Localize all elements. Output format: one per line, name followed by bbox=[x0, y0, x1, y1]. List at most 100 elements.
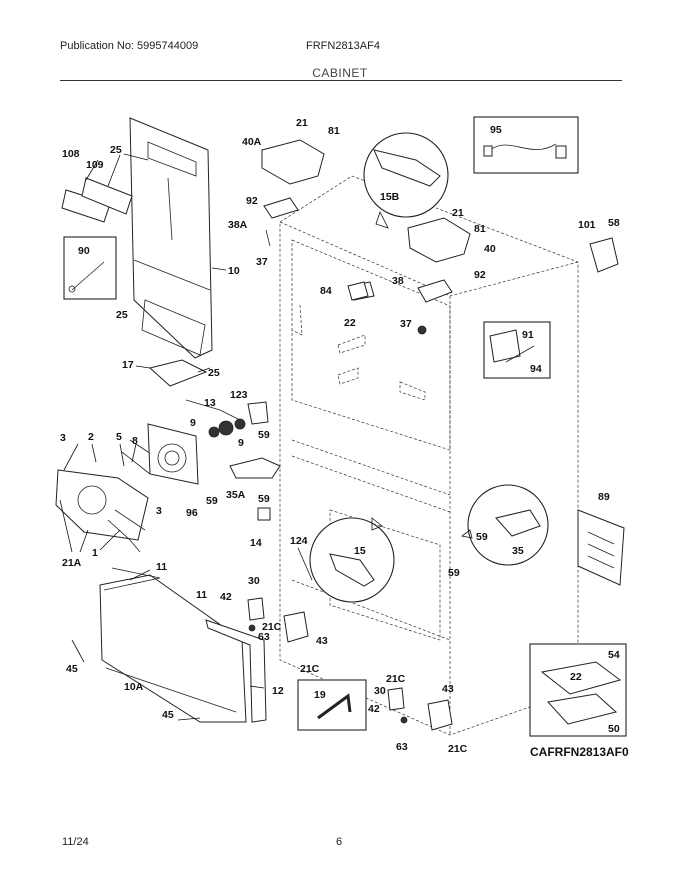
callout-84: 84 bbox=[320, 285, 332, 297]
callout-37b: 37 bbox=[400, 318, 412, 330]
callout-42a: 42 bbox=[220, 591, 232, 603]
callout-21: 21 bbox=[296, 117, 308, 129]
callout-63a: 63 bbox=[258, 631, 270, 643]
callout-3b: 3 bbox=[156, 505, 162, 517]
callout-109: 109 bbox=[86, 159, 104, 171]
callout-94: 94 bbox=[530, 363, 542, 375]
air-filter-housing bbox=[61, 177, 133, 223]
callout-22a: 22 bbox=[344, 317, 356, 329]
callout-3a: 3 bbox=[60, 432, 66, 444]
callout-17: 17 bbox=[122, 359, 134, 371]
filter-cover bbox=[148, 359, 208, 387]
callout-14: 14 bbox=[250, 537, 262, 549]
callout-59a: 59 bbox=[258, 429, 270, 441]
inset-box-90 bbox=[63, 236, 117, 300]
callout-43b: 43 bbox=[442, 683, 454, 695]
callout-90: 90 bbox=[78, 245, 90, 257]
callout-11a: 11 bbox=[156, 561, 167, 573]
header-rule bbox=[60, 80, 622, 81]
callout-30a: 30 bbox=[248, 575, 260, 587]
detail-callout-15b bbox=[363, 132, 449, 229]
callout-19: 19 bbox=[314, 689, 326, 701]
callout-59c: 59 bbox=[258, 493, 270, 505]
callout-35a: 35A bbox=[226, 489, 246, 501]
callout-42b: 42 bbox=[368, 703, 380, 715]
fan-housing-assembly bbox=[55, 423, 199, 553]
callout-38: 38 bbox=[392, 275, 404, 287]
door-gasket bbox=[205, 619, 267, 723]
callout-22b: 22 bbox=[570, 671, 582, 683]
control-module bbox=[589, 237, 619, 273]
callout-59d: 59 bbox=[476, 531, 488, 543]
callout-124: 124 bbox=[290, 535, 308, 547]
callout-5: 5 bbox=[116, 431, 122, 443]
callout-1: 1 bbox=[92, 547, 98, 559]
callout-15: 15 bbox=[354, 545, 366, 557]
detail-callout-35 bbox=[461, 484, 549, 566]
rear-panel-assembly bbox=[129, 117, 213, 359]
callout-43a: 43 bbox=[316, 635, 328, 647]
callout-21c-a: 21C bbox=[262, 621, 282, 633]
callout-92: 92 bbox=[246, 195, 258, 207]
callout-81b: 81 bbox=[474, 223, 486, 235]
diagram-code: CAFRFN2813AF0 bbox=[530, 745, 629, 759]
bracket-35a bbox=[229, 457, 281, 479]
callout-2: 2 bbox=[88, 431, 94, 443]
part-callouts: 21 81 40A 108 25 109 92 38A 37 10 90 25 … bbox=[60, 117, 620, 755]
callout-38a: 38A bbox=[228, 219, 248, 231]
detail-callout-15 bbox=[309, 517, 395, 603]
callout-9b: 9 bbox=[238, 437, 244, 449]
inset-box-95 bbox=[473, 116, 579, 174]
callout-21c-b: 21C bbox=[300, 663, 320, 675]
freezer-drawer-front bbox=[99, 567, 247, 723]
hinge-set-left bbox=[247, 597, 309, 643]
inset-box-19 bbox=[297, 679, 367, 731]
motor-parts bbox=[185, 399, 269, 438]
callout-25: 25 bbox=[110, 144, 122, 156]
callout-8: 8 bbox=[132, 435, 138, 447]
callout-25b: 25 bbox=[116, 309, 128, 321]
callout-54: 54 bbox=[608, 649, 620, 661]
callout-101: 101 bbox=[578, 219, 596, 231]
callout-21a: 21A bbox=[62, 557, 82, 569]
callout-50: 50 bbox=[608, 723, 620, 735]
callout-58: 58 bbox=[608, 217, 620, 229]
callout-45a: 45 bbox=[66, 663, 78, 675]
callout-95: 95 bbox=[490, 124, 502, 136]
callout-59b: 59 bbox=[206, 495, 218, 507]
footer-date: 11/24 bbox=[62, 836, 89, 848]
callout-30b: 30 bbox=[374, 685, 386, 697]
callout-59e: 59 bbox=[448, 567, 460, 579]
callout-40a: 40A bbox=[242, 136, 262, 148]
callout-9a: 9 bbox=[190, 417, 196, 429]
section-title: CABINET bbox=[312, 66, 368, 80]
callout-10: 10 bbox=[228, 265, 240, 277]
callout-21b: 21 bbox=[452, 207, 464, 219]
callout-11b: 11 bbox=[196, 589, 207, 601]
callout-21c-d: 21C bbox=[448, 743, 468, 755]
clip-14 bbox=[257, 507, 271, 521]
callout-25c: 25 bbox=[208, 367, 220, 379]
callout-35: 35 bbox=[512, 545, 524, 557]
callout-63b: 63 bbox=[396, 741, 408, 753]
inset-box-91 bbox=[483, 321, 551, 379]
guide-84 bbox=[347, 281, 369, 301]
callout-91: 91 bbox=[522, 329, 534, 341]
callout-89: 89 bbox=[598, 491, 610, 503]
top-hinge-40a bbox=[261, 139, 325, 247]
model-number: FRFN2813AF4 bbox=[306, 40, 380, 52]
callout-108: 108 bbox=[62, 148, 80, 160]
callout-12: 12 bbox=[272, 685, 284, 697]
callout-37: 37 bbox=[256, 256, 268, 268]
page-number: 6 bbox=[336, 836, 343, 848]
publication-number: Publication No: 5995744009 bbox=[60, 40, 199, 52]
callout-123: 123 bbox=[230, 389, 248, 401]
leader-lines bbox=[59, 153, 313, 721]
callout-45b: 45 bbox=[162, 709, 174, 721]
callout-21c-c: 21C bbox=[386, 673, 406, 685]
callout-92b: 92 bbox=[474, 269, 486, 281]
top-hinge-40 bbox=[349, 217, 471, 335]
callout-40: 40 bbox=[484, 243, 496, 255]
inset-box-54 bbox=[529, 643, 627, 737]
